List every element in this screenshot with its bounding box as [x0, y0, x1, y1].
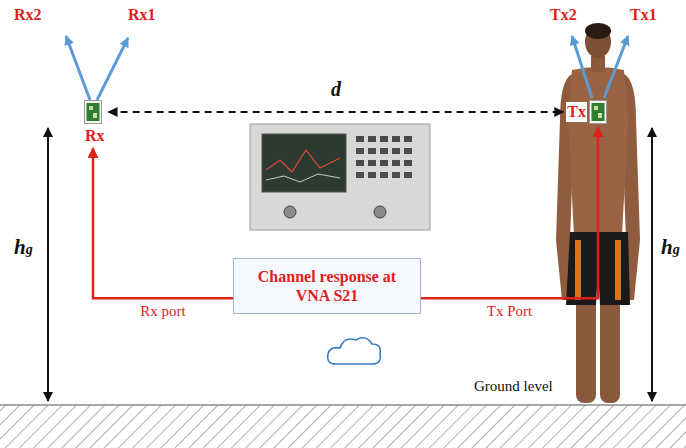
height-label: hg	[14, 236, 33, 259]
sensor-chip	[93, 113, 97, 118]
ground-hatch	[0, 405, 686, 448]
sensor-board	[592, 103, 605, 121]
antenna-label: Tx2	[550, 6, 577, 24]
vna-port	[374, 206, 386, 218]
cable-connector	[421, 127, 598, 298]
height-label: hg	[661, 236, 680, 259]
sensor-casing	[590, 101, 607, 124]
sensor-casing	[85, 101, 102, 124]
rx-antenna: Rx	[84, 100, 106, 145]
sensor-chip	[598, 113, 602, 118]
direction-arrow	[604, 36, 628, 98]
box-text: Channel response at VNA S21	[240, 267, 414, 305]
height-arrow	[651, 128, 653, 401]
vna-photo	[250, 124, 430, 230]
direction-arrow	[572, 36, 592, 98]
vna-port	[284, 206, 296, 218]
sensor-icon	[84, 100, 102, 124]
port-label: Tx Port	[485, 303, 534, 320]
distance-label: d	[329, 78, 343, 100]
antenna-name: Tx	[566, 102, 587, 121]
ground-label: Ground level	[474, 378, 553, 395]
antenna-label: Rx2	[14, 6, 42, 24]
height-arrow	[47, 128, 49, 401]
sensor-chip	[594, 106, 598, 110]
vna-body	[250, 124, 430, 230]
vna-trace	[266, 150, 340, 172]
antenna-label: Rx1	[128, 6, 156, 24]
antenna-name: Rx	[84, 126, 106, 145]
tx-antenna: Tx	[566, 100, 607, 124]
cable-connector	[93, 148, 233, 298]
sensor-board	[87, 103, 100, 121]
direction-arrow	[97, 38, 128, 100]
antenna-label: Tx1	[630, 6, 657, 24]
direction-arrow	[66, 36, 90, 100]
cloud-icon	[328, 338, 381, 364]
vna-buttons	[356, 136, 412, 178]
sensor-chip	[89, 106, 93, 110]
sensor-icon	[589, 100, 607, 124]
vna-screen	[262, 134, 346, 192]
vna-box: Channel response at VNA S21	[233, 258, 421, 314]
vna-trace	[266, 174, 340, 182]
distance-arrow	[109, 111, 564, 113]
ground-line	[0, 404, 686, 406]
port-label: Rx port	[138, 303, 187, 320]
